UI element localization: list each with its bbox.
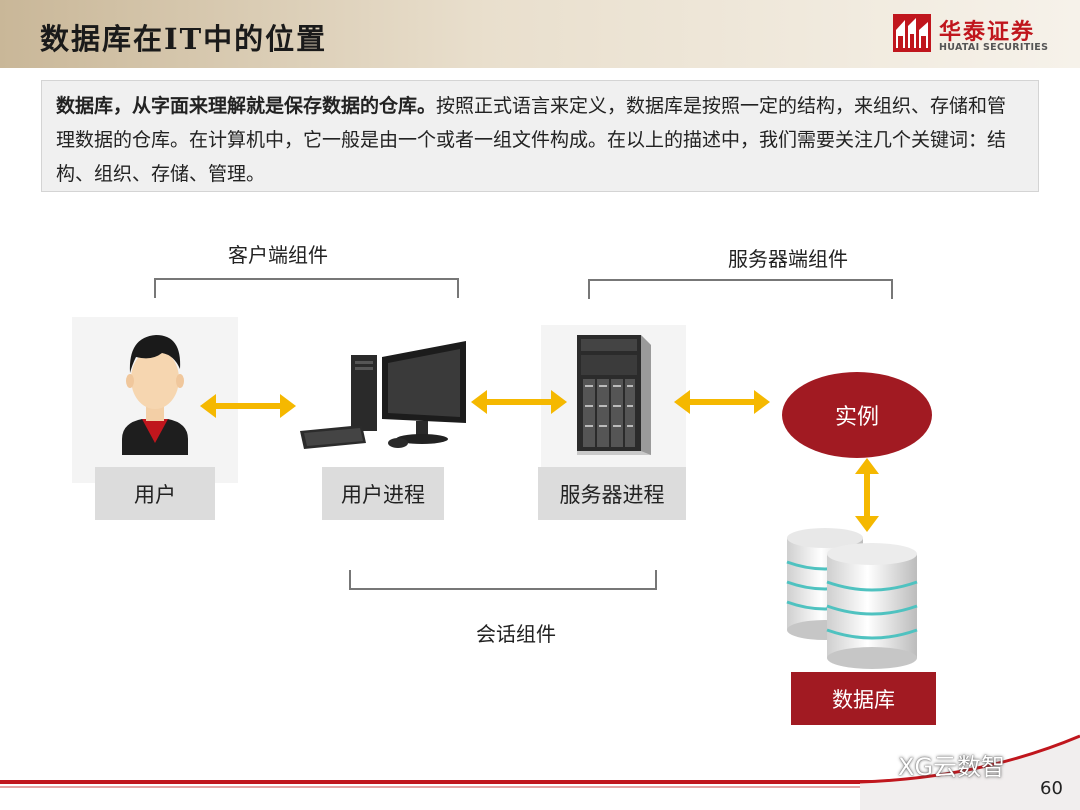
instance-node: 实例 <box>782 372 932 458</box>
intro-bold-text: 数据库，从字面来理解就是保存数据的仓库。 <box>56 95 437 117</box>
logo-chinese-text: 华泰证券 <box>939 20 1036 45</box>
server-process-label: 服务器进程 <box>538 467 686 520</box>
client-group-label: 客户端组件 <box>228 243 328 267</box>
user-process-tile <box>296 337 472 459</box>
database-cylinders-icon <box>786 528 918 669</box>
database-label: 数据库 <box>791 672 936 725</box>
company-logo: 华泰证券 HUATAI SECURITIES <box>893 14 1058 56</box>
watermark-text: XG云数智 <box>898 753 1006 781</box>
server-group-bracket <box>588 279 893 299</box>
server-group-label: 服务器端组件 <box>728 247 848 271</box>
user-process-label: 用户进程 <box>322 467 444 520</box>
arrow-user-to-process <box>200 394 296 418</box>
page-number: 60 <box>1040 778 1063 799</box>
arrow-instance-to-database <box>855 458 879 532</box>
session-group-label: 会话组件 <box>476 622 556 646</box>
footer-corner-decoration-icon <box>859 734 1080 810</box>
user-avatar-icon <box>122 335 188 455</box>
intro-paragraph: 数据库，从字面来理解就是保存数据的仓库。按照正式语言来定义，数据库是按照一定的结… <box>41 80 1039 192</box>
server-tower-icon <box>577 335 651 455</box>
intro-text: 按照正式语言来定义，数据库是按照一定的结构，来组织、存储和管理数据的仓库。在计算… <box>56 95 1007 185</box>
server-process-tile <box>541 325 686 470</box>
desktop-computer-icon <box>300 341 466 449</box>
arrow-server-to-instance <box>674 390 770 414</box>
header-bar: 数据库在IT中的位置 华泰证券 HUATAI SECURITIES <box>0 0 1080 68</box>
page-title: 数据库在IT中的位置 <box>40 22 328 56</box>
session-group-bracket <box>349 570 657 590</box>
logo-english-text: HUATAI SECURITIES <box>939 42 1049 53</box>
client-group-bracket <box>154 278 459 298</box>
user-label: 用户 <box>95 467 215 520</box>
footer-rule-secondary <box>0 786 880 788</box>
arrow-process-to-server <box>471 390 567 414</box>
footer-rule <box>0 780 880 784</box>
huatai-logo-icon <box>893 14 931 52</box>
